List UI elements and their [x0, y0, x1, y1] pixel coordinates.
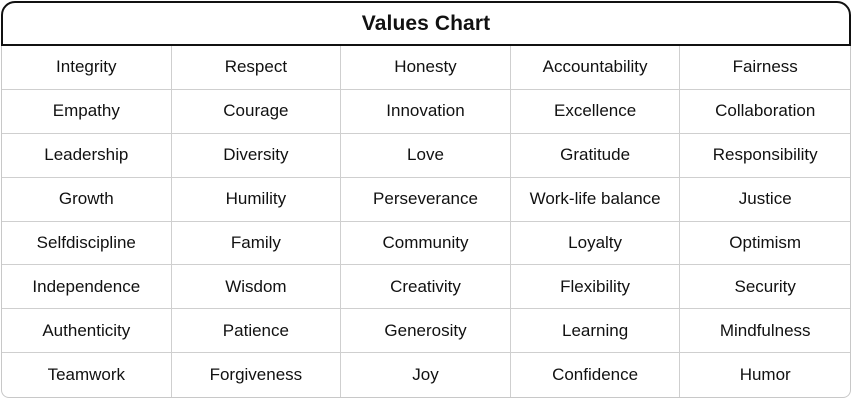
value-cell: Courage: [171, 89, 342, 134]
value-cell: Authenticity: [2, 309, 172, 354]
value-cell: Fairness: [680, 46, 850, 90]
value-cell: Accountability: [510, 46, 681, 90]
value-cell: Independence: [2, 265, 172, 310]
value-cell: Optimism: [680, 222, 850, 266]
value-cell: Leadership: [2, 133, 172, 178]
value-cell: Patience: [171, 309, 342, 354]
value-cell: Love: [341, 133, 511, 178]
value-cell: Joy: [341, 353, 511, 397]
value-cell: Integrity: [2, 46, 172, 90]
value-cell: Humility: [171, 177, 342, 222]
value-cell: Collaboration: [680, 90, 850, 134]
value-cell: Forgiveness: [172, 353, 342, 397]
value-cell: Humor: [739, 365, 791, 385]
value-cell: Work-life balance: [510, 177, 681, 222]
value-cell: Wisdom: [171, 265, 342, 310]
value-cell: Selfdiscipline: [2, 221, 172, 266]
value-cell: Gratitude: [510, 133, 681, 178]
chart-title: Values Chart: [361, 11, 491, 35]
value-cell: Learning: [510, 309, 681, 354]
value-cell: Honesty: [341, 46, 511, 90]
value-cell: Family: [171, 221, 342, 266]
value-cell: Security: [680, 265, 850, 310]
value-cell: Innovation: [341, 89, 511, 134]
value-cell: Diversity: [171, 133, 342, 178]
value-cell: Respect: [171, 46, 342, 90]
value-cell: Perseverance: [341, 177, 511, 222]
value-cell: Loyalty: [510, 221, 681, 266]
value-cell: Growth: [2, 177, 172, 222]
value-cell: Confidence: [511, 353, 681, 397]
chart-title-bar: Values Chart: [1, 1, 851, 46]
value-cell: Teamwork: [2, 353, 172, 397]
value-cell: Mindfulness: [680, 309, 850, 354]
value-cell: Responsibility: [680, 134, 850, 178]
value-cell: Community: [341, 221, 511, 266]
value-cell: Creativity: [341, 265, 511, 310]
value-cell: Empathy: [2, 89, 172, 134]
value-cell: Excellence: [510, 89, 681, 134]
value-cell: Flexibility: [510, 265, 681, 310]
value-cell: Generosity: [341, 309, 511, 354]
value-cell: Justice: [680, 178, 850, 222]
